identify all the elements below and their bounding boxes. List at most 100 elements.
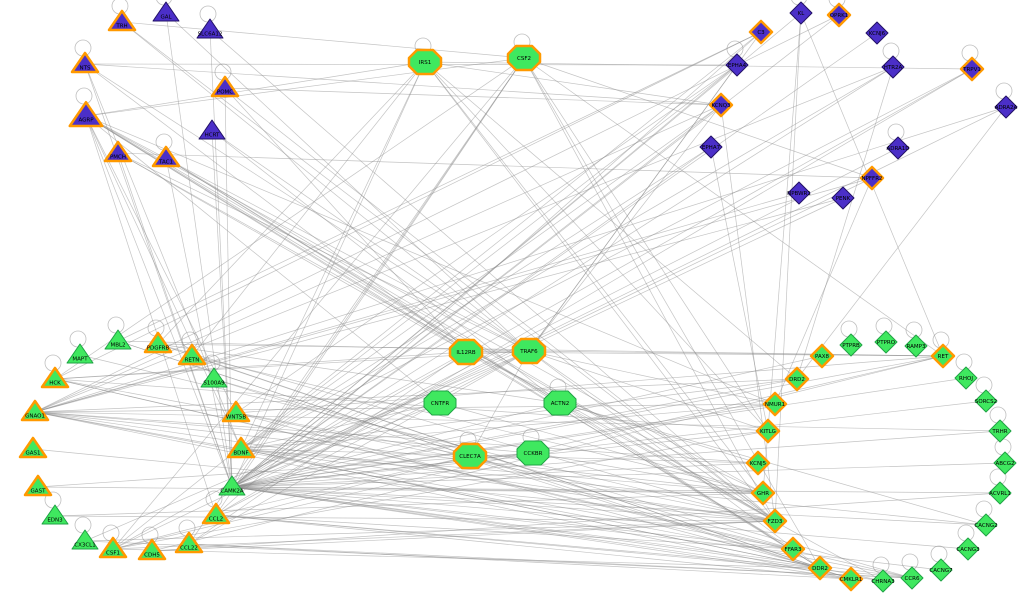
node-shape-kl[interactable] [789, 1, 813, 25]
node-cmklr1[interactable]: CMKLR1 [838, 566, 864, 592]
node-ret[interactable]: RET [930, 343, 956, 369]
node-shape-slc6a12[interactable] [196, 18, 224, 39]
node-mbl2[interactable]: MBL2 [104, 329, 132, 350]
node-slc6a12[interactable]: SLC6A12 [196, 18, 224, 39]
node-trhr[interactable]: TRHR [988, 419, 1012, 443]
node-shape-ccl2[interactable] [201, 502, 231, 525]
node-shape-hck[interactable] [40, 366, 70, 389]
node-shape-adra2a[interactable] [994, 95, 1018, 119]
node-shape-rhoj[interactable] [954, 366, 978, 390]
node-cckbr[interactable]: CCKBR [516, 440, 550, 466]
node-ptprb[interactable]: PTPRB [839, 333, 863, 357]
node-shape-kitlg[interactable] [755, 418, 781, 444]
node-shape-traf6[interactable] [511, 337, 547, 365]
node-pomc[interactable]: POMC [210, 75, 240, 98]
node-shape-cacng3[interactable] [956, 537, 980, 561]
node-shape-edn3[interactable] [41, 504, 69, 525]
node-hcrt[interactable]: HCRT [198, 119, 226, 140]
node-kl[interactable]: KL [789, 1, 813, 25]
node-il12rb2[interactable]: IL12RB [448, 338, 484, 366]
node-shape-trpv1[interactable] [959, 56, 985, 82]
node-shape-cmklr1[interactable] [838, 566, 864, 592]
node-shape-gast[interactable] [23, 474, 53, 497]
node-shape-oprk1[interactable] [826, 2, 852, 28]
node-shape-hcrt[interactable] [198, 119, 226, 140]
node-shape-ddr2[interactable] [807, 555, 833, 581]
node-shape-chrna3[interactable] [871, 569, 895, 593]
node-adra2a[interactable]: ADRA2A [994, 95, 1018, 119]
node-ramp3[interactable]: RAMP3 [904, 334, 928, 358]
node-shape-cacng2[interactable] [974, 513, 998, 537]
node-cx3cl1[interactable]: CX3CL1 [71, 529, 99, 550]
node-shape-bdnf[interactable] [226, 436, 256, 459]
node-irs1[interactable]: IRS1 [407, 48, 443, 76]
node-shape-il12rb2[interactable] [448, 338, 484, 366]
node-shape-nts[interactable] [70, 51, 100, 74]
node-shape-pax8[interactable] [809, 343, 835, 369]
node-shape-trh[interactable] [107, 9, 137, 32]
node-nmur1[interactable]: NMUR1 [762, 391, 788, 417]
node-shape-htr2a[interactable] [881, 55, 905, 79]
node-shape-fzd3[interactable] [762, 508, 788, 534]
node-shape-gal[interactable] [152, 1, 180, 22]
node-npffr2[interactable]: NPFFR2 [859, 165, 885, 191]
node-cacng3[interactable]: CACNG3 [956, 537, 980, 561]
node-clec7a[interactable]: CLEC7A [452, 442, 488, 470]
node-cacng7[interactable]: CACNG7 [929, 558, 953, 582]
node-shape-trhr[interactable] [988, 419, 1012, 443]
node-shape-ramp3[interactable] [904, 334, 928, 358]
node-shape-epha7[interactable] [699, 135, 723, 159]
node-shape-cntfr[interactable] [423, 390, 457, 416]
node-pmch[interactable]: PMCH [103, 140, 133, 163]
node-shape-kcnj5[interactable] [745, 450, 771, 476]
node-shape-csf1[interactable] [98, 536, 128, 559]
node-shape-cx3cl1[interactable] [71, 529, 99, 550]
node-shape-cdh5[interactable] [137, 538, 167, 561]
node-shape-camk2a[interactable] [218, 475, 246, 496]
node-shape-kcnq3[interactable] [708, 92, 734, 118]
node-trpv1[interactable]: TRPV1 [959, 56, 985, 82]
node-ptpro[interactable]: PTPRO [874, 330, 898, 354]
node-kcnj6[interactable]: KCNJ6 [865, 21, 889, 45]
node-penk[interactable]: PENK [831, 186, 855, 210]
node-shape-csf2[interactable] [506, 44, 542, 72]
node-shape-acvrl1[interactable] [988, 481, 1012, 505]
node-shape-wnt5b[interactable] [221, 400, 251, 423]
node-shape-gas1[interactable] [18, 436, 48, 459]
node-shape-cacng7[interactable] [929, 558, 953, 582]
node-edn3[interactable]: EDN3 [41, 504, 69, 525]
node-shape-retn[interactable] [177, 343, 207, 366]
node-abcg2[interactable]: ABCG2 [993, 451, 1017, 475]
node-shape-kcnj6[interactable] [865, 21, 889, 45]
node-gas1[interactable]: GAS1 [18, 436, 48, 459]
node-shape-npbwr1[interactable] [787, 181, 811, 205]
node-shape-ptpro[interactable] [874, 330, 898, 354]
node-shape-ccr6[interactable] [900, 566, 924, 590]
node-epha7[interactable]: EPHA7 [699, 135, 723, 159]
node-shape-epha4[interactable] [725, 53, 749, 77]
node-shape-mapt[interactable] [66, 343, 94, 364]
node-hck[interactable]: HCK [40, 366, 70, 389]
node-sorcs2[interactable]: SORCS2 [974, 389, 998, 413]
node-shape-sorcs2[interactable] [974, 389, 998, 413]
node-ccr6[interactable]: CCR6 [900, 566, 924, 590]
node-cntfr[interactable]: CNTFR [423, 390, 457, 416]
node-rhoj[interactable]: RHOJ [954, 366, 978, 390]
node-shape-drd2[interactable] [784, 366, 810, 392]
node-actn2[interactable]: ACTN2 [543, 390, 577, 416]
node-shape-nmur1[interactable] [762, 391, 788, 417]
node-shape-cckbr[interactable] [516, 440, 550, 466]
node-nts[interactable]: NTS [70, 51, 100, 74]
node-shape-s100a9[interactable] [200, 367, 228, 388]
node-shape-c3[interactable] [748, 19, 774, 45]
node-mapt[interactable]: MAPT [66, 343, 94, 364]
node-shape-ret[interactable] [930, 343, 956, 369]
node-shape-adra1d[interactable] [886, 136, 910, 160]
node-wnt5b[interactable]: WNT5B [221, 400, 251, 423]
node-gnao1[interactable]: GNAO1 [20, 399, 50, 422]
node-shape-agrp[interactable] [68, 101, 104, 128]
node-shape-tac1[interactable] [151, 145, 181, 168]
node-gast[interactable]: GAST [23, 474, 53, 497]
node-shape-pdgfrb[interactable] [143, 331, 173, 354]
